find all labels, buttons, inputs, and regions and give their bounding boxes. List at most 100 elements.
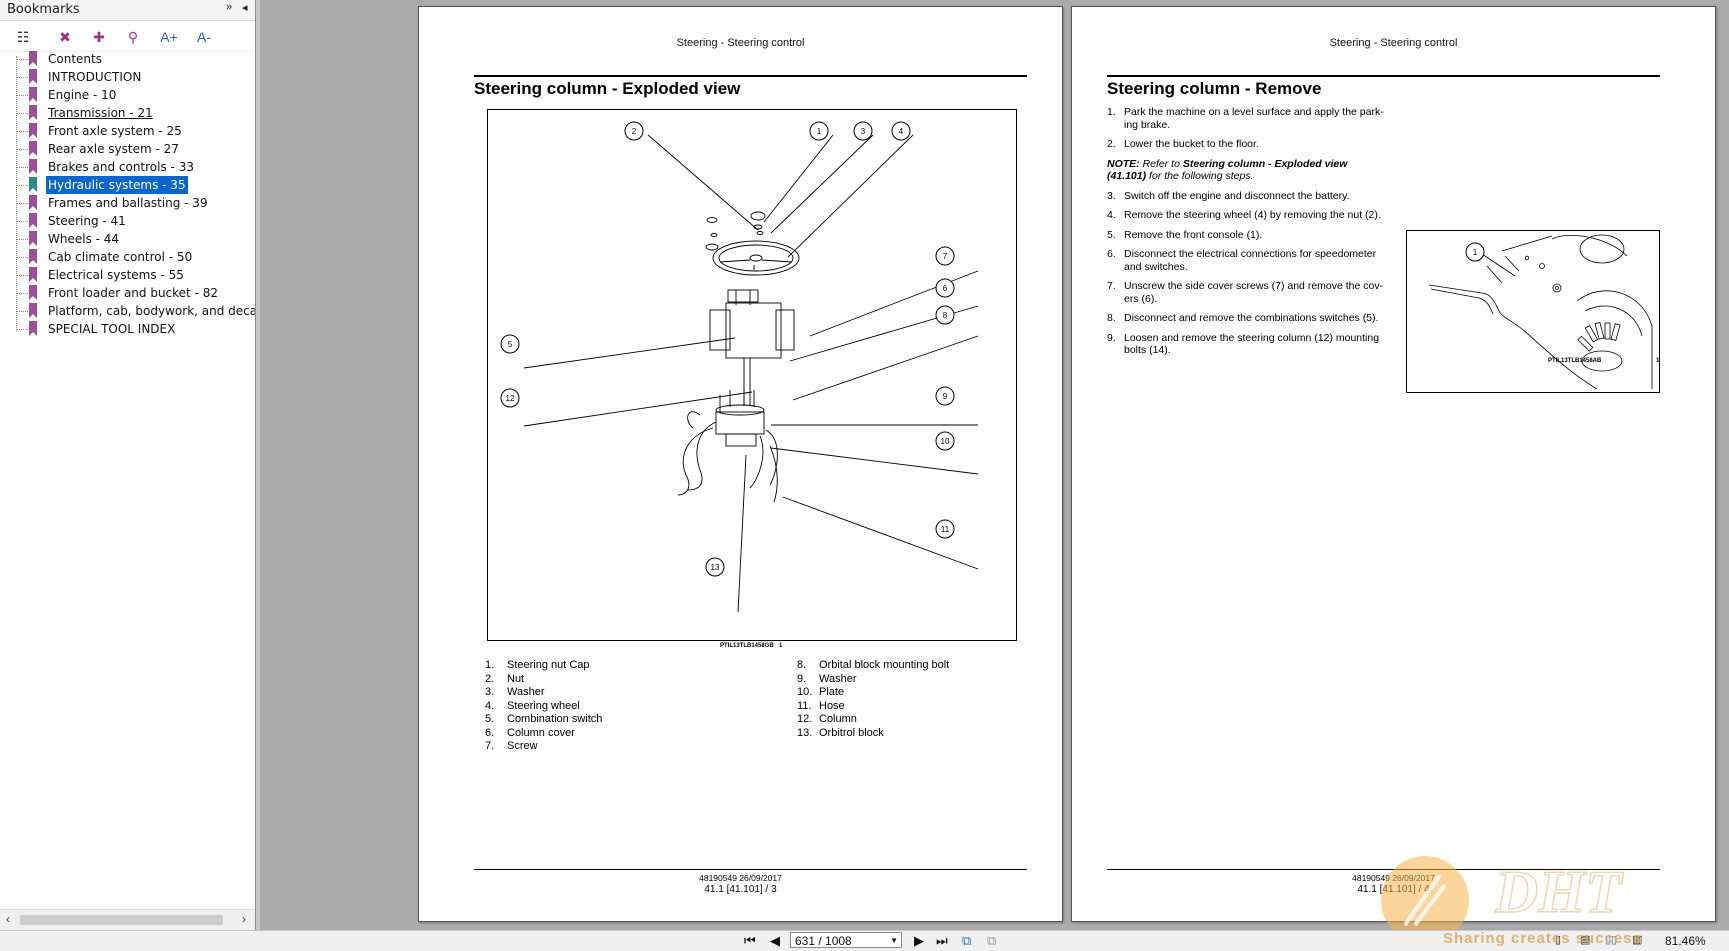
- bookmark-item[interactable]: Hydraulic systems - 35: [16, 176, 255, 194]
- legend-number: 13.: [797, 726, 813, 739]
- bookmark-item[interactable]: Engine - 10: [16, 86, 255, 104]
- bookmark-label[interactable]: Hydraulic systems - 35: [46, 176, 188, 194]
- enlarge-text-icon[interactable]: A+: [160, 29, 178, 45]
- callout-label: 5: [508, 340, 513, 349]
- step-text: Disconnect and remove the combinations s…: [1124, 312, 1379, 324]
- legend-item: 12.Column: [797, 713, 949, 727]
- continuous-facing-view-icon[interactable]: ▥: [1632, 934, 1643, 946]
- panel-splitter[interactable]: [256, 0, 260, 930]
- facing-view-icon[interactable]: ▯▯: [1605, 934, 1618, 946]
- reduce-text-icon[interactable]: A-: [197, 29, 211, 45]
- running-head: Steering - Steering control: [1329, 37, 1458, 49]
- callout-label: 10: [941, 437, 950, 446]
- figure-number: 1: [1656, 358, 1660, 364]
- legend-text: Column: [819, 713, 857, 725]
- callout-3: [853, 121, 873, 141]
- bookmark-label[interactable]: Brakes and controls - 33: [48, 160, 194, 174]
- bookmark-flag-icon: [29, 141, 37, 156]
- scroll-right-icon[interactable]: ›: [242, 912, 246, 926]
- bookmark-label[interactable]: Engine - 10: [48, 88, 117, 102]
- bookmark-label[interactable]: Frames and ballasting - 39: [48, 196, 208, 210]
- bookmark-label[interactable]: Cab climate control - 50: [48, 250, 193, 264]
- legend-text: Orbital block mounting bolt: [819, 659, 950, 671]
- bookmark-label[interactable]: Platform, cab, bodywork, and decals -: [48, 304, 255, 318]
- bookmark-label[interactable]: Contents: [48, 52, 102, 66]
- bookmark-item[interactable]: Frames and ballasting - 39: [16, 194, 255, 212]
- procedure-step: 4.Remove the steering wheel (4) by remov…: [1107, 209, 1387, 222]
- zoom-level[interactable]: 81.46%: [1665, 934, 1706, 948]
- next-page-icon[interactable]: ▶: [914, 933, 924, 948]
- procedure-step: 9.Loosen and remove the steering column …: [1107, 332, 1387, 357]
- bookmark-item[interactable]: INTRODUCTION: [16, 68, 255, 86]
- step-number: 7.: [1107, 280, 1116, 292]
- callout-12: [500, 388, 520, 408]
- bookmark-item[interactable]: Front axle system - 25: [16, 122, 255, 140]
- bookmark-item[interactable]: Platform, cab, bodywork, and decals -: [16, 302, 255, 320]
- bookmark-label[interactable]: Front axle system - 25: [48, 124, 182, 138]
- legend-number: 5.: [485, 713, 495, 725]
- bookmark-label[interactable]: Steering - 41: [48, 214, 126, 228]
- bookmark-item[interactable]: Wheels - 44: [16, 230, 255, 248]
- scroll-left-icon[interactable]: ‹: [6, 912, 10, 926]
- bookmark-label[interactable]: Front loader and bucket - 82: [48, 286, 218, 300]
- legend-number: 1.: [485, 659, 495, 671]
- legend-text: Nut: [507, 672, 525, 685]
- step-text: Lower the bucket to the floor.: [1124, 138, 1259, 150]
- footer-code: 48190549 26/09/2017: [699, 873, 782, 883]
- bookmark-label[interactable]: SPECIAL TOOL INDEX: [48, 322, 176, 336]
- bookmark-item[interactable]: Electrical systems - 55: [16, 266, 255, 284]
- scrollbar-thumb[interactable]: [20, 915, 223, 925]
- step-number: 4.: [1107, 209, 1116, 221]
- bookmark-options-icon[interactable]: ☷: [16, 29, 30, 45]
- procedure-step: 1.Park the machine on a level surface an…: [1107, 106, 1387, 131]
- step-number: 2.: [1107, 138, 1116, 150]
- find-bookmark-icon[interactable]: ⚲: [127, 29, 139, 45]
- triangle-left-icon[interactable]: ◂: [242, 2, 248, 14]
- page-number-input[interactable]: 631 / 1008 ▼: [790, 932, 902, 948]
- callout-label: 4: [899, 127, 904, 136]
- new-bookmark-icon[interactable]: ✚: [93, 29, 105, 45]
- bookmark-item[interactable]: Cab climate control - 50: [16, 248, 255, 266]
- note-reference[interactable]: Steering column - Exploded view (41.101): [1107, 157, 1348, 183]
- bookmark-item[interactable]: Brakes and controls - 33: [16, 158, 255, 176]
- bookmark-label[interactable]: Wheels - 44: [48, 232, 120, 246]
- bookmark-flag-icon: [29, 195, 37, 210]
- callout-label: 12: [506, 394, 515, 403]
- bookmark-item[interactable]: Front loader and bucket - 82: [16, 284, 255, 302]
- double-chevron-right-icon[interactable]: »: [226, 1, 233, 13]
- procedure-step: 5.Remove the front console (1).: [1107, 229, 1387, 242]
- bookmark-label[interactable]: Transmission - 21: [48, 106, 153, 120]
- bookmark-label[interactable]: Electrical systems - 55: [48, 268, 184, 282]
- bookmark-item[interactable]: Rear axle system - 27: [16, 140, 255, 158]
- delete-bookmark-icon[interactable]: ✖: [59, 29, 71, 45]
- first-page-icon[interactable]: ⏮: [744, 933, 756, 948]
- chevron-down-icon[interactable]: ▼: [890, 936, 898, 945]
- bookmark-label[interactable]: Rear axle system - 27: [48, 142, 179, 156]
- footer-rule: [1107, 869, 1660, 870]
- bookmark-label[interactable]: INTRODUCTION: [48, 70, 142, 84]
- bookmarks-header: Bookmarks » ◂: [0, 0, 255, 21]
- continuous-view-icon[interactable]: ▤: [1580, 934, 1591, 946]
- legend-item: 5.Combination switch: [485, 713, 602, 727]
- single-page-view-icon[interactable]: ▯: [1555, 934, 1562, 946]
- legend-text: Plate: [819, 686, 845, 698]
- callout-8: [935, 305, 955, 325]
- go-forward-view-icon[interactable]: ⧉: [987, 933, 997, 948]
- bookmark-item[interactable]: SPECIAL TOOL INDEX: [16, 320, 255, 338]
- step-number: 9.: [1107, 331, 1116, 344]
- go-back-view-icon[interactable]: ⧉: [962, 933, 972, 948]
- title-rule: [474, 75, 1027, 77]
- horizontal-scrollbar[interactable]: ‹ ›: [0, 909, 255, 930]
- procedure-step: 6.Disconnect the electrical connections …: [1107, 248, 1387, 273]
- legend-item: 3.Washer: [485, 686, 602, 700]
- legend-item: 13.Orbitrol block: [797, 727, 949, 741]
- previous-page-icon[interactable]: ◀: [770, 933, 780, 948]
- figure-number: 1: [779, 643, 783, 649]
- note-paragraph: NOTE: Refer to Steering column - Explode…: [1107, 158, 1387, 183]
- bookmark-item[interactable]: Transmission - 21: [16, 104, 255, 122]
- bookmark-item[interactable]: Steering - 41: [16, 212, 255, 230]
- bookmark-item[interactable]: Contents: [16, 50, 255, 68]
- note-text: for the following steps.: [1146, 170, 1254, 182]
- last-page-icon[interactable]: ⏭: [936, 933, 948, 948]
